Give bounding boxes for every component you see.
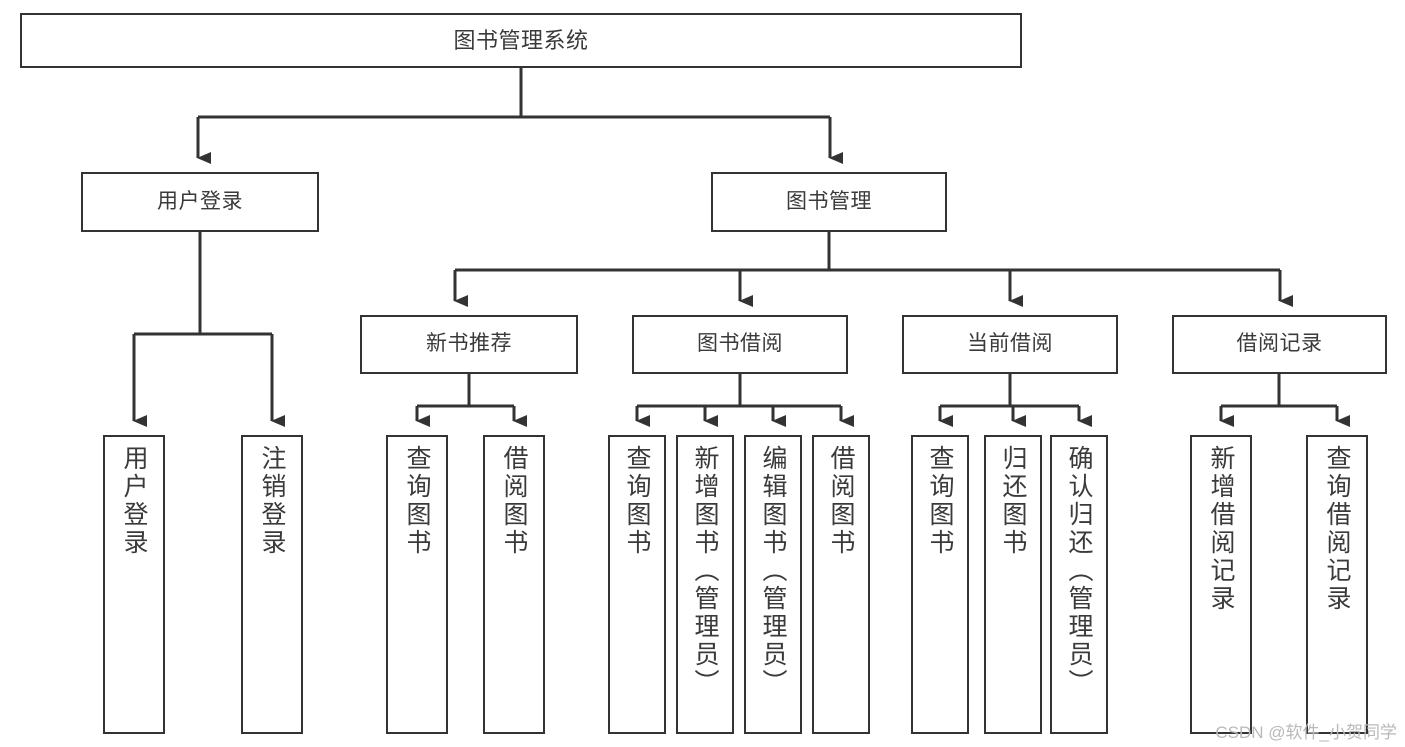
node-label: 借阅记录: [1236, 332, 1323, 356]
node-label: 新增图书（管理员）: [691, 445, 719, 697]
node-label: 新书推荐: [426, 332, 512, 356]
level1-node-user-login[interactable]: 用户登录: [81, 172, 319, 232]
leaf-node-confirm-return-admin[interactable]: 确认归还（管理员）: [1050, 435, 1108, 734]
node-label: 借阅图书: [827, 445, 855, 557]
leaf-node-query-book-borrow[interactable]: 查询图书: [608, 435, 666, 734]
leaf-node-return-book[interactable]: 归还图书: [984, 435, 1042, 734]
leaf-node-add-borrow-record[interactable]: 新增借阅记录: [1190, 435, 1252, 734]
node-label: 图书管理: [786, 189, 872, 213]
leaf-node-user-logout-leaf[interactable]: 注销登录: [241, 435, 303, 734]
node-label: 确认归还（管理员）: [1065, 445, 1093, 697]
node-label: 用户登录: [120, 445, 148, 557]
node-label: 注销登录: [258, 445, 286, 557]
node-label: 查询图书: [403, 445, 431, 557]
node-label: 新增借阅记录: [1207, 445, 1235, 613]
level1-node-book-manage[interactable]: 图书管理: [711, 172, 947, 232]
level2-node-book-borrow[interactable]: 图书借阅: [632, 315, 848, 374]
level2-node-new-book-rec[interactable]: 新书推荐: [360, 315, 578, 374]
leaf-node-borrow-book-rec[interactable]: 借阅图书: [483, 435, 545, 734]
leaf-node-edit-book-admin[interactable]: 编辑图书（管理员）: [744, 435, 802, 734]
node-label: 查询借阅记录: [1323, 445, 1351, 613]
node-label: 当前借阅: [967, 332, 1053, 356]
leaf-node-query-borrow-record[interactable]: 查询借阅记录: [1306, 435, 1368, 734]
node-label: 用户登录: [157, 189, 243, 213]
leaf-node-query-book-rec[interactable]: 查询图书: [386, 435, 448, 734]
node-label: 查询图书: [926, 445, 954, 557]
node-label: 图书借阅: [697, 332, 783, 356]
root-node-root[interactable]: 图书管理系统: [20, 13, 1022, 68]
node-label: 借阅图书: [500, 445, 528, 557]
leaf-node-add-book-admin[interactable]: 新增图书（管理员）: [676, 435, 734, 734]
level2-node-current-borrow[interactable]: 当前借阅: [902, 315, 1118, 374]
leaf-node-user-login-leaf[interactable]: 用户登录: [103, 435, 165, 734]
node-label: 编辑图书（管理员）: [759, 445, 787, 697]
leaf-node-borrow-book-borrow[interactable]: 借阅图书: [812, 435, 870, 734]
node-label: 查询图书: [623, 445, 651, 557]
node-label: 归还图书: [999, 445, 1027, 557]
level2-node-borrow-record[interactable]: 借阅记录: [1172, 315, 1387, 374]
leaf-node-query-book-current[interactable]: 查询图书: [911, 435, 969, 734]
node-label: 图书管理系统: [453, 27, 589, 53]
